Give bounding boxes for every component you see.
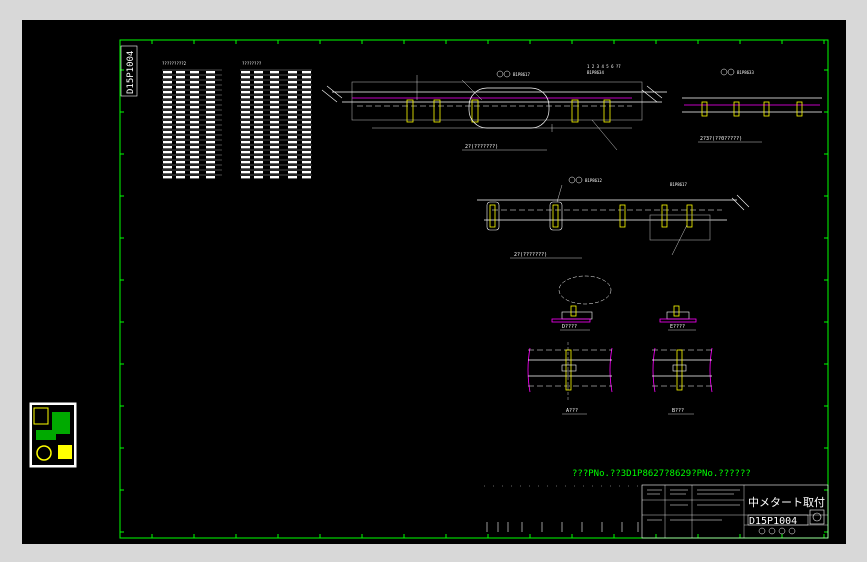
- callout-mid-b: B1P8617: [670, 182, 687, 187]
- view-e: E????: [659, 305, 697, 331]
- caption-view-top-2: 2?3?(??0?????): [700, 136, 742, 142]
- caption-view-a: A???: [566, 408, 578, 414]
- view-d: D????: [551, 275, 612, 331]
- side-title-text: D15P1004: [126, 51, 136, 94]
- cad-drawing-canvas[interactable]: D15P1004 ?????????2 ???????? B1P8617 1 2…: [22, 20, 846, 544]
- view-mid: B1P8612 B1P8617 2?(???????): [477, 176, 750, 259]
- note-line: ???PNo.??3D1P8627?8629?PNo.??????: [572, 469, 751, 479]
- side-title-block: D15P1004: [120, 45, 138, 97]
- caption-view-mid: 2?(???????): [514, 252, 547, 258]
- title-block-title: 中メタート取付: [748, 496, 825, 509]
- table-left-header: ?????????2: [162, 61, 187, 66]
- caption-view-top-1: 2?(???????): [465, 144, 498, 150]
- parts-table-right: ????????: [240, 61, 312, 179]
- drawing-viewport[interactable]: D15P1004 ?????????2 ???????? B1P8617 1 2…: [22, 20, 846, 544]
- thumbnail-minimap[interactable]: [29, 402, 77, 468]
- title-block-drawing-no: D15P1004: [749, 516, 797, 527]
- caption-view-e: E????: [670, 324, 685, 330]
- callout-top1-a: B1P8617: [513, 72, 530, 77]
- callout-top2: B1P8633: [737, 70, 754, 75]
- view-top-1: B1P8617 1 2 3 4 5 6 ?7 B1P8634 2?(??????…: [321, 64, 667, 151]
- caption-view-d: D????: [562, 324, 577, 330]
- view-a: A???: [527, 342, 613, 415]
- callout-mid-a: B1P8612: [585, 178, 602, 183]
- view-top-2: B1P8633 2?3?(??0?????): [682, 68, 822, 143]
- title-block: 中メタート取付 D15P1004: [641, 484, 829, 539]
- view-b: B???: [652, 347, 713, 415]
- callout-top1-b: B1P8634: [587, 70, 604, 75]
- parts-table-left: ?????????2: [162, 61, 222, 179]
- bottom-reference-marks: [484, 485, 642, 532]
- sheet-frame: [119, 39, 829, 539]
- callout-top1-c: 1 2 3 4 5 6 ?7: [587, 64, 621, 69]
- table-right-header: ????????: [242, 61, 262, 66]
- caption-view-b: B???: [672, 408, 684, 414]
